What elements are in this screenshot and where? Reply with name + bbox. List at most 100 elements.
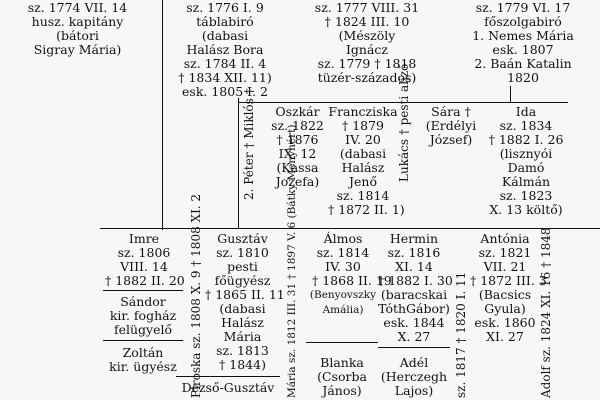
- text-line: (lisznyói: [499, 146, 553, 161]
- text-line: tüzér-százados): [317, 70, 417, 85]
- text-line: sz. 1779 † 1818: [317, 56, 417, 71]
- tree-line: [378, 347, 450, 348]
- text-line: (dabasi: [339, 146, 387, 161]
- text-line: Hermin: [389, 231, 439, 246]
- text-line: † 1882 II. 20: [105, 273, 185, 288]
- text-line: X. 13 költő): [489, 202, 563, 217]
- text-line: esk. 1844: [383, 315, 445, 330]
- text-line: Álmos: [323, 231, 363, 246]
- dezso-gusztav: Dezső-Gusztáv: [181, 380, 275, 395]
- text-line: János): [322, 383, 362, 398]
- text-line: főügyész: [214, 273, 271, 288]
- text-line: sz. 1816: [387, 245, 441, 260]
- text-line: 1820: [507, 70, 539, 85]
- text-line: Jozefa): [275, 174, 320, 189]
- text-line: TóthGábor): [378, 301, 450, 316]
- text-line: Ignácz: [345, 42, 389, 57]
- text-line: 2. Baán Katalin: [474, 56, 572, 71]
- text-line: † 1844): [219, 357, 266, 372]
- adolf-vertical: Adolf sz. 1824 XI. 16 † 1848: [539, 227, 553, 398]
- text-line: sz. 1774 VII. 14: [27, 0, 128, 15]
- text-line: kir. fogház: [109, 308, 177, 323]
- text-line: VIII. 14: [120, 259, 168, 274]
- text-line: sz. 1810: [216, 245, 269, 260]
- tree-line: [510, 86, 511, 102]
- text-line: Francziska: [328, 104, 398, 119]
- text-line: † 1882 I. 30: [378, 273, 453, 288]
- text-line: XI. 27: [486, 329, 524, 344]
- maria-vertical: Mária sz. 1812 III. 31 † 1897 V. 6 (Bátk…: [286, 124, 298, 398]
- text-line: sz. 1784 II. 4: [183, 56, 267, 71]
- text-line: Amália): [322, 304, 364, 316]
- text-line: (baracskai: [380, 287, 448, 302]
- text-line: Kálmán: [501, 174, 551, 189]
- text-line: (dabasi: [219, 301, 266, 316]
- text-line: sz. 1779 VI. 17: [475, 0, 571, 15]
- tree-line: [238, 102, 568, 103]
- text-line: X. 27: [397, 329, 431, 344]
- tree-line: [306, 342, 378, 343]
- text-line: (Erdélyi: [425, 118, 477, 133]
- tree-line: [162, 0, 163, 230]
- text-line: Halász: [221, 315, 264, 330]
- text-line: 1. Nemes Mária: [472, 28, 574, 43]
- text-line: sz. 1834: [499, 118, 553, 133]
- peter-miklos-vertical: 2. Péter † Miklós †: [242, 88, 256, 200]
- text-line: (Csorba: [317, 369, 367, 384]
- text-line: Blanka: [320, 355, 364, 370]
- text-line: IV. 30: [325, 259, 361, 274]
- text-line: Adél: [399, 355, 429, 370]
- text-line: sz. 1821: [478, 245, 532, 260]
- text-line: sz. 1822: [271, 118, 324, 133]
- text-line: Damó: [507, 160, 545, 175]
- text-line: Halász: [341, 160, 385, 175]
- text-line: sz. 1814: [316, 245, 370, 260]
- piroska-vertical: Piroska sz. 1808 X. 9 † 1808 XI. 2: [189, 193, 203, 398]
- text-line: sz. 1776 I. 9: [186, 0, 264, 15]
- text-line: Gyula): [484, 301, 526, 316]
- tree-line: [103, 340, 183, 341]
- text-line: Jenő: [349, 174, 377, 189]
- text-line: Sigray Mária): [33, 42, 122, 57]
- text-line: XI. 14: [395, 259, 433, 274]
- text-line: Imre: [128, 231, 160, 246]
- text-line: Lajos): [394, 383, 434, 398]
- text-line: (Mészöly: [338, 28, 396, 43]
- text-line: (Herczegh: [380, 369, 448, 384]
- text-line: † 1868 II. 19: [312, 273, 392, 288]
- text-line: sz. 1814: [336, 188, 390, 203]
- text-line: felügyelő: [113, 322, 173, 337]
- text-line: (Bacsics: [478, 287, 532, 302]
- tree-line: [238, 98, 239, 228]
- text-line: esk. 1805 I. 2: [182, 84, 268, 99]
- tree-line: [100, 228, 600, 229]
- text-line: Ida: [515, 104, 537, 119]
- text-line: VII. 21: [483, 259, 527, 274]
- text-line: Antónia: [480, 231, 530, 246]
- tree-line: [176, 376, 280, 377]
- text-line: † 1872 II. 1): [328, 202, 405, 217]
- text-line: Gusztáv: [217, 231, 268, 246]
- text-line: † 1872 III. 3: [470, 273, 547, 288]
- text-line: pesti: [227, 259, 258, 274]
- text-line: Halász Bora: [186, 42, 264, 57]
- text-line: sz. 1806: [117, 245, 171, 260]
- text-line: sz. 1813: [216, 343, 269, 358]
- text-line: (Kassa: [276, 160, 319, 175]
- text-line: † 1879: [341, 118, 385, 133]
- text-line: (Benyovszky: [309, 289, 377, 301]
- text-line: esk. 1807: [492, 42, 554, 57]
- text-line: † 1824 III. 10: [324, 14, 410, 29]
- text-line: † 1865 II. 11: [205, 287, 285, 302]
- text-line: sz. 1823: [499, 188, 553, 203]
- text-line: † 1882 I. 26: [488, 132, 564, 147]
- text-line: Sándor: [120, 294, 166, 309]
- sz1817-vertical: sz. 1817 † 1820 I. 11: [454, 271, 468, 398]
- text-line: esk. 1860: [474, 315, 536, 330]
- text-line: Sára †: [431, 104, 471, 119]
- text-line: IV. 20: [345, 132, 381, 147]
- text-line: kir. ügyész: [109, 359, 177, 374]
- text-line: Oszkár: [275, 104, 320, 119]
- text-line: sz. 1777 VIII. 31: [314, 0, 420, 15]
